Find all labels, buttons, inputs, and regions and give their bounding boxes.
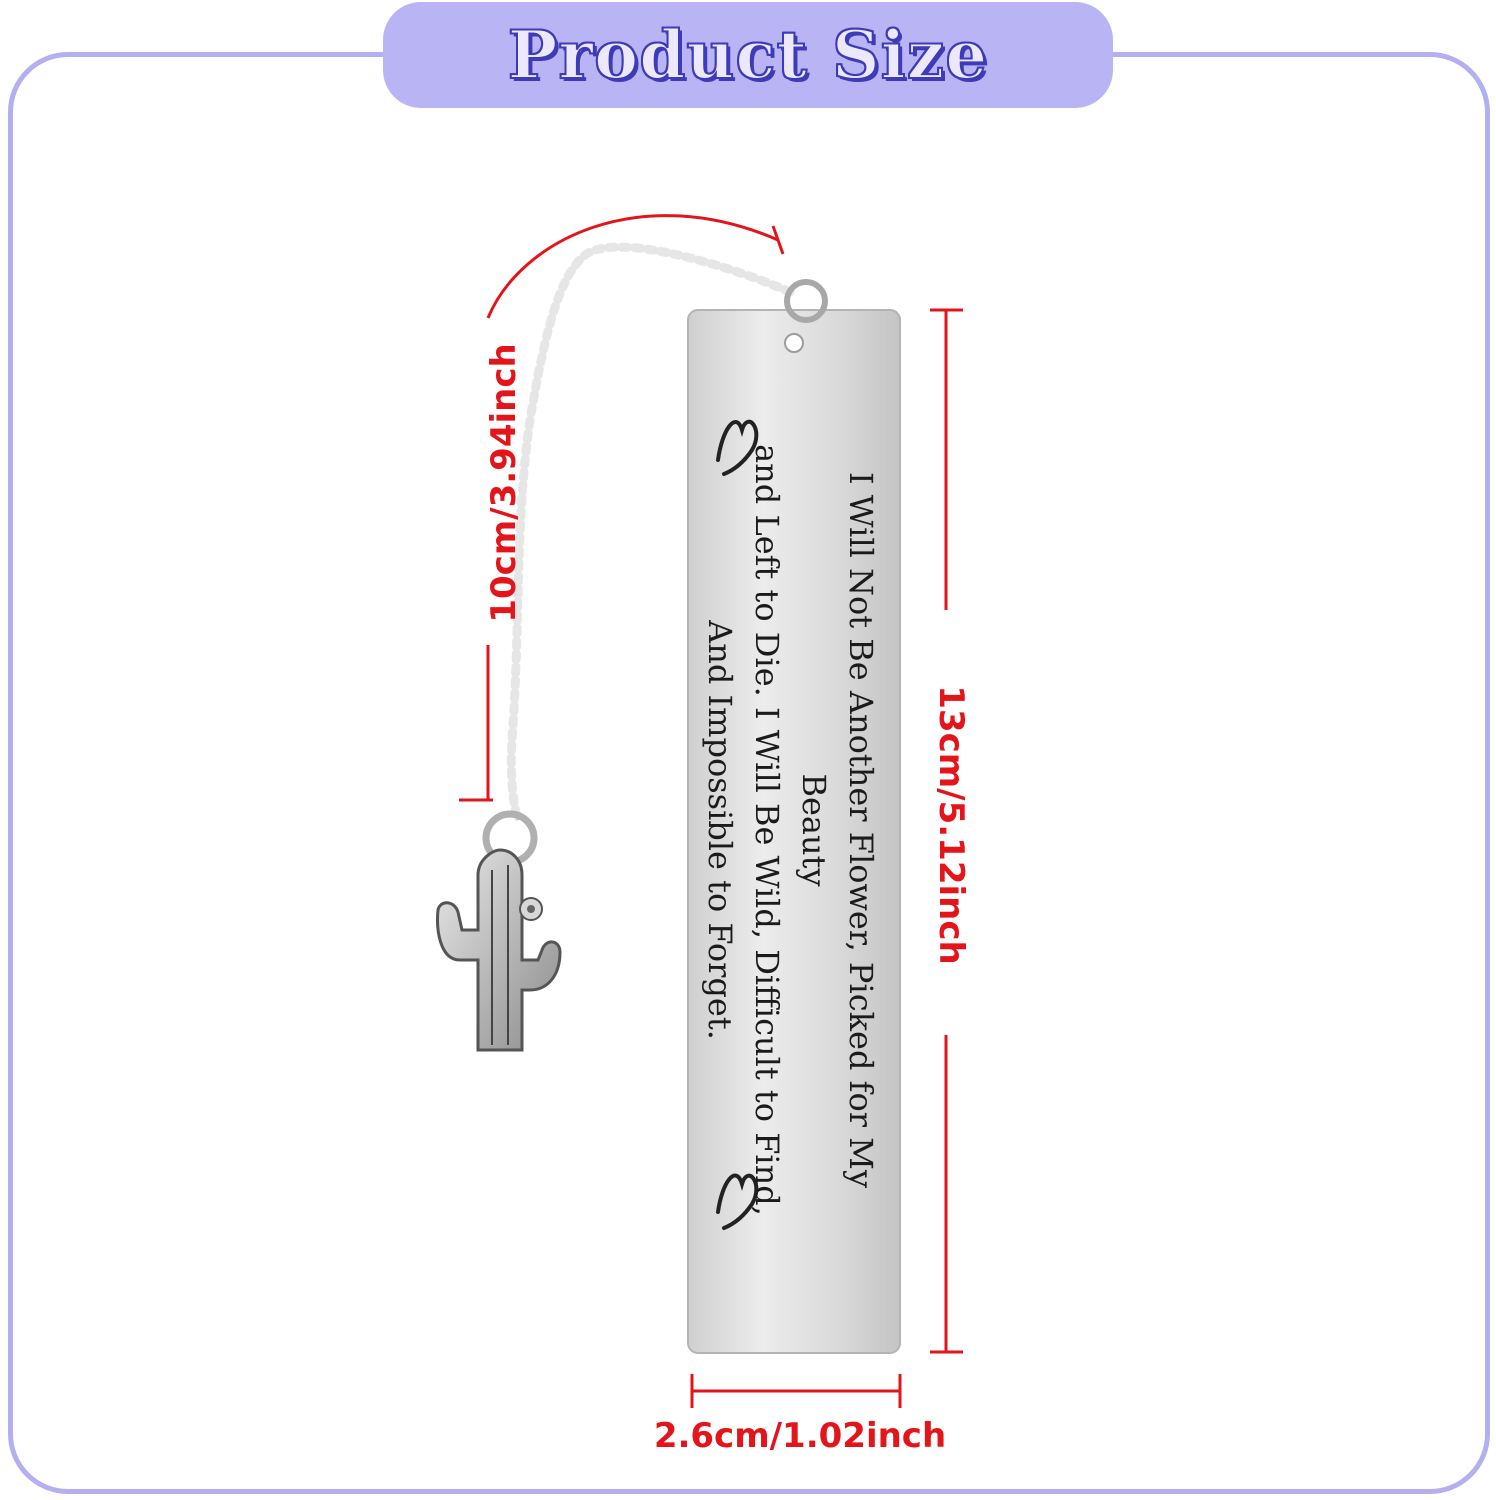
quote-line: And Impossible to Forget.: [701, 620, 739, 1040]
height-dimension-line: [930, 308, 963, 1354]
width-label: 2.6cm/1.02inch: [653, 1416, 947, 1456]
chain-length-label: 10cm/3.94inch: [484, 343, 524, 623]
chain: [506, 242, 795, 825]
width-dimension-line: [690, 1374, 902, 1408]
banner-title: Product Size: [507, 15, 989, 95]
chain-dimension-line: [459, 214, 785, 802]
height-label: 13cm/5.12inch: [931, 685, 971, 965]
bookmark-quote: I Will Not Be Another Flower, Picked for…: [696, 415, 884, 1245]
quote-line: I Will Not Be Another Flower, Picked for…: [795, 471, 880, 1189]
heart-icon: [716, 1173, 759, 1230]
cactus-charm-icon: [436, 810, 562, 1052]
heart-icon: [716, 419, 759, 476]
quote-line: and Left to Die. I Will Be Wild, Difficu…: [748, 444, 786, 1216]
title-banner: Product Size: [383, 2, 1113, 108]
bookmark: [687, 279, 901, 1354]
